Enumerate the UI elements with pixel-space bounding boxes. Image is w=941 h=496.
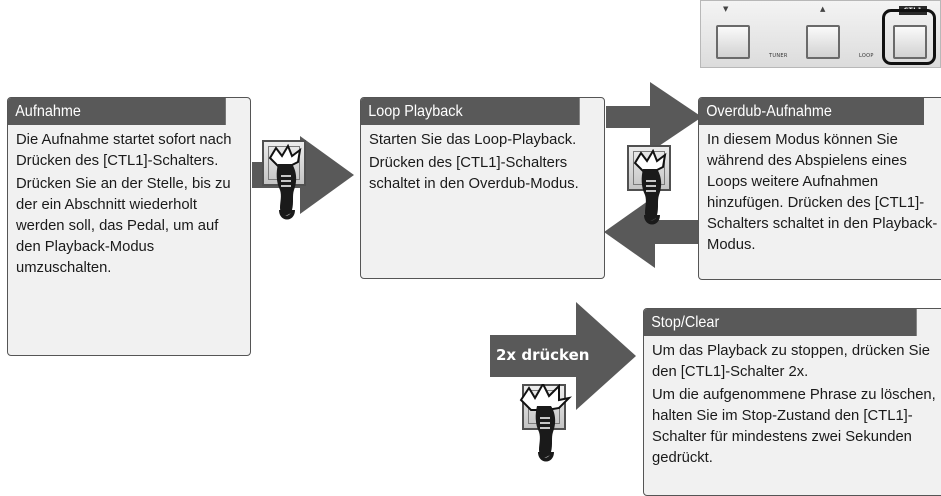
box-stop-clear-text-2: Um die aufgenommene Phrase zu löschen, h… xyxy=(652,387,936,466)
arrow-back-to-loop-playback xyxy=(604,196,700,268)
box-stop-clear-text-1: Um das Playback zu stoppen, drücken Sie … xyxy=(652,343,930,380)
box-loop-playback-title: Loop Playback xyxy=(361,98,580,125)
down-arrow-label: ▼ xyxy=(723,5,729,13)
arrow-to-overdub xyxy=(606,82,702,152)
box-aufnahme: Aufnahme Die Aufnahme startet sofort nac… xyxy=(7,97,251,356)
loop-label: LOOP xyxy=(859,53,874,59)
box-overdub: Overdub-Aufnahme In diesem Modus können … xyxy=(698,97,941,280)
box-aufnahme-text-2: Drücken Sie an der Stelle, bis zu der ei… xyxy=(16,176,231,276)
box-loop-playback-text-2: Drücken des [CTL1]-Schalters schaltet in… xyxy=(369,155,579,192)
footswitch-middle xyxy=(806,25,840,59)
box-overdub-title: Overdub-Aufnahme xyxy=(699,98,924,125)
tuner-label: TUNER xyxy=(769,53,788,59)
box-stop-clear: Stop/Clear Um das Playback zu stoppen, d… xyxy=(643,308,941,496)
arrow-press-twice xyxy=(490,302,636,410)
footswitch-left xyxy=(716,25,750,59)
up-arrow-label: ▲ xyxy=(820,5,826,13)
foot-press-icon-2 xyxy=(633,149,667,225)
box-aufnahme-title: Aufnahme xyxy=(8,98,226,125)
ctl1-highlight-frame xyxy=(882,9,936,65)
foot-press-icon-3 xyxy=(519,384,573,462)
box-overdub-text: In diesem Modus können Sie während des A… xyxy=(707,132,938,253)
box-aufnahme-text-1: Die Aufnahme startet sofort nach Drücken… xyxy=(16,132,232,169)
footswitch-ctl1 xyxy=(893,25,927,59)
footswitch-panel-image: ▼ ▲ CTL1 TUNER LOOP xyxy=(700,0,941,68)
box-loop-playback-text-1: Starten Sie das Loop-Playback. xyxy=(369,132,577,148)
foot-press-icon-1 xyxy=(268,144,302,220)
press-twice-label: 2x drücken xyxy=(496,346,590,364)
box-loop-playback: Loop Playback Starten Sie das Loop-Playb… xyxy=(360,97,605,279)
box-stop-clear-title: Stop/Clear xyxy=(644,309,917,336)
